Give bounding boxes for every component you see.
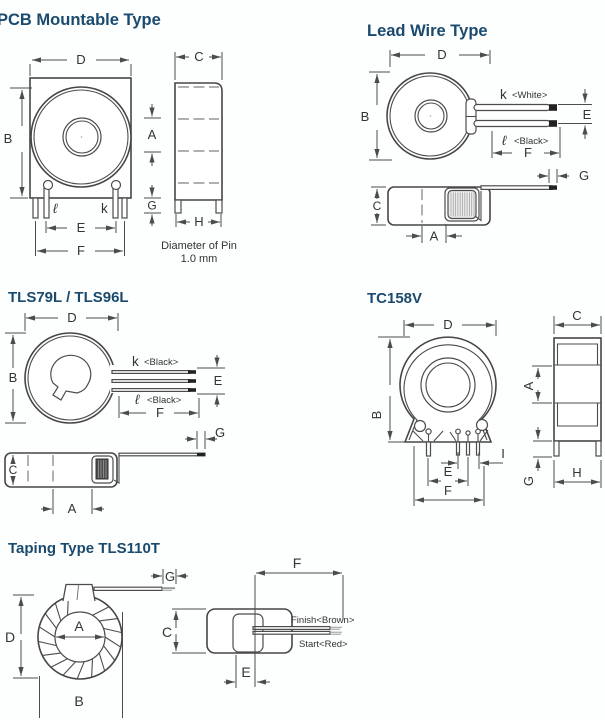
pcb-side-view: C H Diameter of Pin 1.0 mm bbox=[161, 49, 237, 265]
dim-label-G: G bbox=[521, 476, 536, 486]
dim-label-D: D bbox=[5, 629, 15, 645]
dim-label-C: C bbox=[162, 624, 172, 640]
dim-label-G: G bbox=[165, 569, 175, 584]
dim-label-D: D bbox=[443, 317, 452, 332]
section-lead-wire: Lead Wire Type k <White> ℓ <Black> D bbox=[361, 22, 592, 244]
dim-label-F: F bbox=[444, 483, 452, 498]
dim-label-D: D bbox=[76, 52, 85, 67]
dim-label-B: B bbox=[361, 109, 370, 124]
dim-label-A: A bbox=[521, 381, 536, 390]
wire-color-l: <Black> bbox=[514, 136, 549, 147]
pcb-front-view: ℓ k bbox=[29, 77, 132, 219]
dim-label-G: G bbox=[215, 425, 225, 440]
dim-label-G: G bbox=[579, 168, 589, 183]
section-tc158v: TC158V bbox=[367, 290, 602, 506]
pin-diameter-note-line2: 1.0 mm bbox=[181, 253, 218, 265]
section-taping-tls110t: Taping Type TLS110T bbox=[5, 540, 355, 718]
dim-label-B: B bbox=[9, 370, 18, 385]
wire-color-l: <Black> bbox=[147, 395, 182, 406]
dim-label-D: D bbox=[67, 310, 76, 325]
dim-label-E: E bbox=[214, 373, 223, 388]
dim-label-E: E bbox=[77, 220, 86, 235]
taping-front-view bbox=[37, 583, 175, 680]
dim-label-H: H bbox=[572, 465, 581, 480]
dim-label-F: F bbox=[156, 405, 164, 420]
dim-label-F: F bbox=[77, 243, 85, 258]
section-title: Taping Type TLS110T bbox=[8, 540, 160, 557]
taping-front-dimensions: G D A B bbox=[5, 569, 188, 718]
wire-label-k: k bbox=[132, 354, 139, 369]
pin-diameter-note-line1: Diameter of Pin bbox=[161, 240, 237, 252]
lead-bottom-view: G C A bbox=[371, 168, 589, 244]
lead-front-view: k <White> ℓ <Black> bbox=[386, 72, 557, 160]
section-title: PCB Mountable Type bbox=[0, 11, 161, 29]
dim-label-B: B bbox=[4, 131, 13, 146]
pin-label-k: k bbox=[101, 201, 108, 216]
wire-label-l: ℓ bbox=[135, 392, 140, 407]
dim-label-C: C bbox=[373, 199, 382, 213]
section-title: TLS79L / TLS96L bbox=[8, 289, 129, 306]
tls-front-dimensions: D B E F bbox=[5, 310, 225, 424]
wire-label-finish: Finish<Brown> bbox=[291, 615, 355, 626]
dim-label-F: F bbox=[524, 145, 532, 160]
dim-label-E: E bbox=[444, 464, 453, 479]
taping-side-view: Finish<Brown> Start<Red> F C E bbox=[162, 555, 355, 688]
dim-label-A: A bbox=[68, 501, 77, 516]
dim-label-C: C bbox=[194, 49, 203, 64]
pcb-front-dimensions: D B A G E F bbox=[4, 52, 161, 258]
dim-label-H: H bbox=[194, 214, 203, 229]
section-tls79l-tls96l: TLS79L / TLS96L k <Black> ℓ <Black> D bbox=[4, 289, 225, 516]
dim-label-E: E bbox=[241, 664, 250, 680]
section-title: Lead Wire Type bbox=[367, 22, 488, 40]
dim-label-C: C bbox=[9, 463, 18, 477]
section-pcb-mountable: PCB Mountable Type ℓ k D bbox=[0, 11, 237, 265]
dim-label-A: A bbox=[148, 127, 157, 142]
dim-label-G: G bbox=[147, 199, 156, 213]
wire-label-start: Start<Red> bbox=[299, 639, 348, 650]
dim-label-C: C bbox=[572, 308, 581, 323]
tls-front-view: k <Black> ℓ <Black> bbox=[24, 332, 196, 424]
dim-label-F: F bbox=[293, 555, 302, 571]
dim-label-A: A bbox=[430, 229, 439, 244]
pin-label-l: ℓ bbox=[53, 201, 58, 216]
wire-label-l: ℓ bbox=[502, 133, 507, 148]
tc-front-view bbox=[399, 336, 497, 457]
wire-color-k: <White> bbox=[512, 90, 548, 101]
dim-label-E: E bbox=[583, 107, 592, 122]
lead-front-dimensions: D B E F bbox=[361, 47, 592, 161]
section-title: TC158V bbox=[367, 290, 422, 307]
dim-label-B: B bbox=[74, 693, 83, 709]
wire-label-k: k bbox=[500, 87, 507, 102]
wire-color-k: <Black> bbox=[144, 357, 179, 368]
tls-side-view: G C A bbox=[4, 425, 225, 516]
dim-label-D: D bbox=[437, 47, 446, 62]
dim-label-I: I bbox=[501, 446, 505, 461]
dim-label-B: B bbox=[369, 411, 384, 420]
dim-label-A: A bbox=[74, 618, 84, 634]
tc-front-dimensions: D B I E F bbox=[369, 317, 505, 506]
tc-side-view: C A G H bbox=[521, 308, 602, 488]
